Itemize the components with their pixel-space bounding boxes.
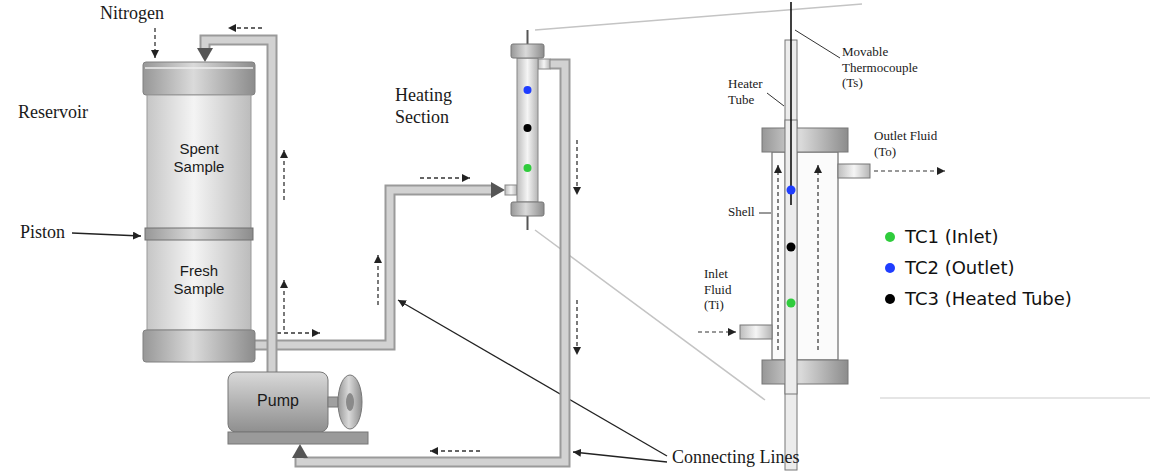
leader-line [398,300,667,462]
pipe-fill [255,190,491,345]
text-holder: Heater Tube [728,76,783,107]
sample-chamber: Spent Sample [143,62,255,228]
text-holder: Shell [728,204,768,220]
legend-row: TC2 (Outlet) [885,257,1015,278]
text-holder: Pump [228,391,328,410]
part-label: Reservoir [18,102,123,124]
callout-label: Heater Tube [728,76,783,107]
callout-label: Outlet Fluid (To) [874,128,954,159]
part-label: Pump [228,391,328,410]
reservoir-cylinder: ReservoirSpent SampleFresh Sample [143,62,255,362]
part-label: Piston [20,222,80,244]
text-holder: Fresh Sample [157,262,241,298]
reservoir-cylinder-shape [143,62,255,362]
callout-label: Shell [728,204,768,220]
text-holder: Movable Thermocouple (Ts) [842,44,930,91]
zoom-line [535,4,1150,400]
text-holder: Connecting Lines [672,447,822,469]
heating-section: Heating Section [505,30,550,230]
part-label: Connecting Lines [672,447,822,469]
gas-label: Nitrogen [100,3,180,25]
pipe-outline [255,190,491,345]
legend-swatch [885,232,895,242]
text-holder: Reservoir [18,102,123,124]
text-holder: Piston [20,222,80,244]
legend-text: TC2 (Outlet) [905,257,1015,278]
text-holder: Heating Section [395,85,493,128]
legend-text: TC3 (Heated Tube) [905,288,1072,309]
leader-line [72,233,141,236]
legend-swatch [885,263,895,273]
legend-row: TC1 (Inlet) [885,226,999,247]
legend-row: TC3 (Heated Tube) [885,288,1072,309]
legend-text: TC1 (Inlet) [905,226,999,247]
heating-section-shape [505,30,550,230]
chamber-label: Fresh Sample [157,262,241,298]
legend-swatch [885,294,895,304]
text-holder: Outlet Fluid (To) [874,128,954,159]
pump: Pump [228,372,368,444]
callout-label: Movable Thermocouple (Ts) [842,44,930,91]
text-holder: Inlet Fluid (Ti) [704,266,746,313]
part-label: Heating Section [395,85,493,128]
text-holder: Spent Sample [157,140,241,176]
pipe-connector [255,190,491,345]
callout-label: Inlet Fluid (Ti) [704,266,746,313]
text-holder: Nitrogen [100,3,180,25]
sample-chamber: Fresh Sample [143,240,255,362]
chamber-label: Spent Sample [157,140,241,176]
